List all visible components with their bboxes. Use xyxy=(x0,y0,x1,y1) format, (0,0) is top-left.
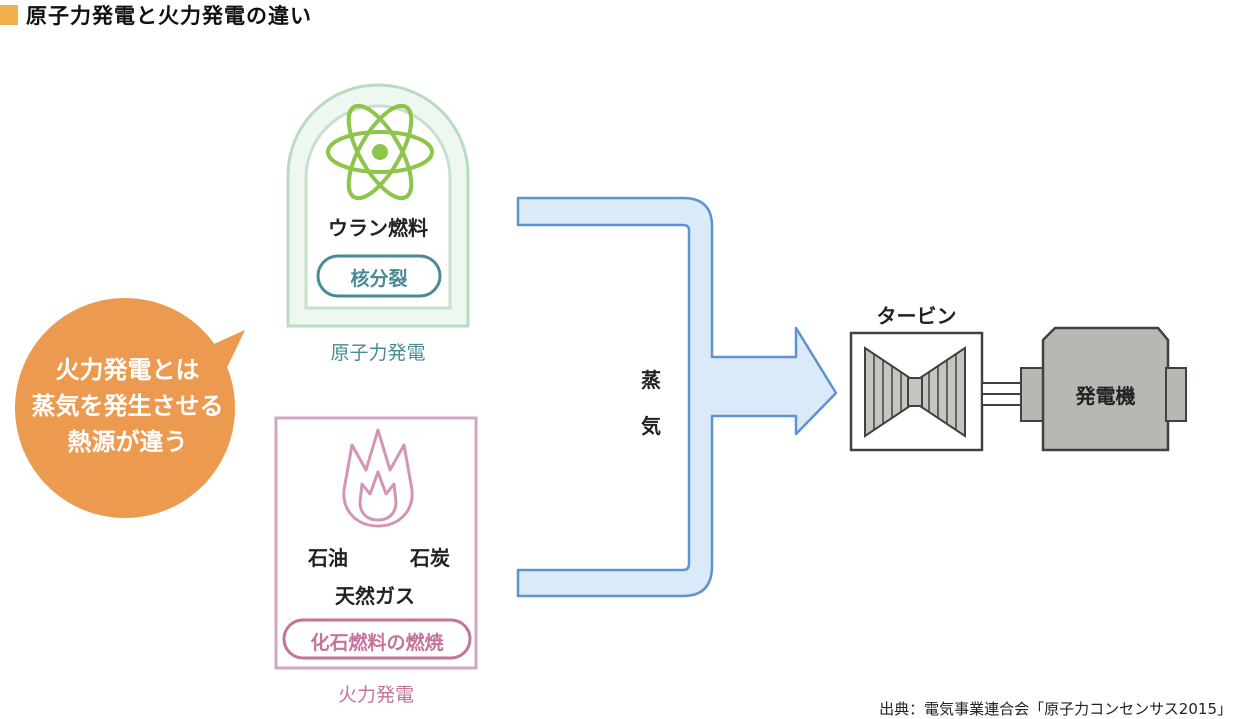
nuclear-process-pill xyxy=(316,254,442,298)
callout-text: 火力発電とは 蒸気を発生させる 熱源が違う xyxy=(0,352,255,460)
thermal-caption: 火力発電 xyxy=(337,684,414,706)
steam-pipe-arrow xyxy=(516,196,838,598)
page-title: 原子力発電と火力発電の違い xyxy=(0,0,312,30)
callout-line: 熱源が違う xyxy=(67,428,188,456)
callout-line: 蒸気を発生させる xyxy=(31,392,224,420)
turbine-label: タービン xyxy=(876,304,957,328)
callout-line: 火力発電とは xyxy=(55,356,200,384)
nuclear-caption: 原子力発電 xyxy=(330,342,426,364)
connecting-shaft xyxy=(981,382,1023,406)
fuel-coal-label: 石炭 xyxy=(410,546,450,570)
atom-icon xyxy=(326,103,434,201)
generator-icon xyxy=(1020,326,1187,452)
source-credit: 出典：電気事業連合会「原子力コンセンサス2015」 xyxy=(879,700,1232,718)
flame-icon xyxy=(342,428,414,528)
thermal-process-label: 化石燃料の燃焼 xyxy=(310,632,444,654)
callout-bubble xyxy=(15,298,245,518)
fuel-oil-label: 石油 xyxy=(308,546,348,570)
nuclear-process-label: 核分裂 xyxy=(350,268,408,290)
fuel-gas-label: 天然ガス xyxy=(335,584,415,608)
nuclear-fuel-label: ウラン燃料 xyxy=(328,216,428,240)
thermal-process-pill xyxy=(282,618,472,660)
generator-label: 発電機 xyxy=(1075,384,1136,408)
title-marker xyxy=(0,5,18,25)
steam-char: 気 xyxy=(641,414,661,438)
steam-char: 蒸 xyxy=(641,368,661,392)
page-title-text: 原子力発電と火力発電の違い xyxy=(26,4,312,28)
turbine-icon xyxy=(849,331,984,452)
